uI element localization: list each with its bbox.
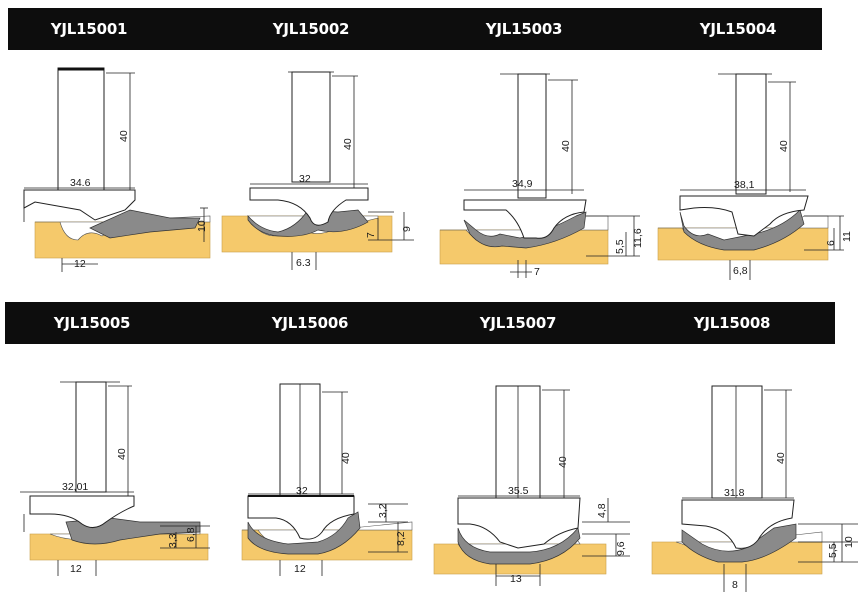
router-bit-drawing: 40 32 3,2 8,2 12	[218, 372, 433, 592]
height-dimension: 40	[778, 140, 790, 152]
product-code: YJL15003	[485, 20, 563, 38]
cutter-profile	[457, 527, 581, 565]
depth-dimension: 6	[825, 240, 837, 246]
bottom-dimension: 12	[294, 563, 306, 575]
depth-dimension: 11,6	[632, 228, 644, 248]
width-dimension: 32	[296, 485, 308, 497]
router-bit-diagram: 40 34.6 10 12	[23, 67, 211, 272]
router-bit-drawing: 40 32,01 3,3 6,8 12	[10, 372, 220, 592]
router-bit-diagram: 40 32 3,2 8,2 12	[241, 383, 413, 576]
width-dimension: 31.8	[724, 487, 745, 499]
depth-dimension: 4,8	[596, 503, 608, 518]
cutter-body	[457, 497, 581, 549]
cutter-body	[249, 187, 369, 226]
depth-dimension: 3,2	[377, 503, 389, 518]
product-code: YJL15008	[693, 314, 771, 332]
header-band-top	[8, 8, 822, 50]
router-bit-drawing: 40 32 7 9 6.3	[218, 60, 433, 275]
router-bit-diagram: 40 35.5 4,8 9,6 13	[433, 385, 630, 586]
router-bit-drawing: 40 38,1 6 11 6,8	[654, 60, 864, 285]
router-bit-diagram: 40 31.8 5,5 10 8	[651, 385, 858, 592]
bottom-dimension: 6,8	[733, 265, 748, 277]
depth-dimension: 5,5	[614, 239, 626, 254]
product-code: YJL15005	[53, 314, 131, 332]
width-dimension: 34,9	[512, 178, 533, 190]
cutter-body	[23, 189, 136, 221]
shank	[75, 381, 107, 493]
cutter-profile	[89, 209, 201, 239]
shank	[291, 71, 331, 183]
height-dimension: 40	[560, 140, 572, 152]
depth-dimension: 6,8	[185, 527, 197, 542]
depth-dimension: 9	[401, 226, 413, 232]
cutter-body	[29, 495, 135, 528]
width-dimension: 38,1	[734, 179, 755, 191]
product-code: YJL15006	[271, 314, 349, 332]
width-dimension: 32,01	[62, 481, 88, 493]
cutter-body	[681, 499, 795, 549]
bottom-dimension: 12	[70, 563, 82, 575]
bottom-dimension: 12	[74, 258, 86, 270]
depth-dimension: 10	[843, 536, 855, 548]
product-code: YJL15004	[699, 20, 777, 38]
width-dimension: 34.6	[70, 177, 91, 189]
width-dimension: 32	[299, 173, 311, 185]
cutter-profile	[463, 211, 587, 249]
shank	[735, 73, 767, 195]
height-dimension: 40	[775, 452, 787, 464]
router-bit-diagram: 40 38,1 6 11 6,8	[657, 73, 853, 280]
depth-dimension: 7	[365, 232, 377, 238]
depth-dimension: 3,3	[167, 533, 179, 548]
cutter-body	[247, 495, 355, 540]
shank	[517, 73, 547, 199]
shank	[57, 67, 105, 191]
cutter-profile	[247, 511, 361, 555]
bottom-dimension: 6.3	[296, 257, 311, 269]
height-dimension: 40	[340, 452, 352, 464]
cutter-profile	[681, 523, 797, 563]
depth-dimension: 9,6	[615, 541, 627, 556]
cutter-profile	[247, 209, 369, 237]
depth-dimension: 11	[841, 231, 853, 242]
shank	[711, 385, 763, 499]
header-band-bottom	[5, 302, 835, 344]
router-bit-drawing: 40 31.8 5,5 10 8	[646, 372, 864, 592]
router-bit-drawing: 40 34.6 10 12	[10, 60, 220, 275]
router-bit-drawing: 40 35.5 4,8 9,6 13	[430, 372, 640, 592]
router-bit-diagram: 40 34,9 5,5 11,6 7	[439, 73, 644, 278]
bottom-dimension: 7	[534, 266, 540, 278]
cutter-body	[463, 199, 587, 239]
height-dimension: 40	[342, 138, 354, 150]
router-bit-drawing: 40 34,9 5,5 11,6 7	[436, 60, 646, 285]
depth-dimension: 8,2	[395, 531, 407, 546]
depth-dimension: 5,5	[827, 543, 839, 558]
height-dimension: 40	[557, 456, 569, 468]
router-bit-diagram: 40 32 7 9 6.3	[221, 71, 414, 270]
product-code: YJL15001	[50, 20, 128, 38]
cutter-body	[679, 195, 809, 237]
depth-dimension: 10	[196, 220, 208, 232]
bottom-dimension: 13	[510, 573, 522, 585]
bottom-dimension: 8	[732, 579, 738, 591]
height-dimension: 40	[118, 130, 130, 142]
product-code: YJL15007	[479, 314, 557, 332]
product-code: YJL15002	[272, 20, 350, 38]
router-bit-diagram: 40 32,01 3,3 6,8 12	[20, 381, 210, 576]
height-dimension: 40	[116, 448, 128, 460]
width-dimension: 35.5	[508, 485, 529, 497]
